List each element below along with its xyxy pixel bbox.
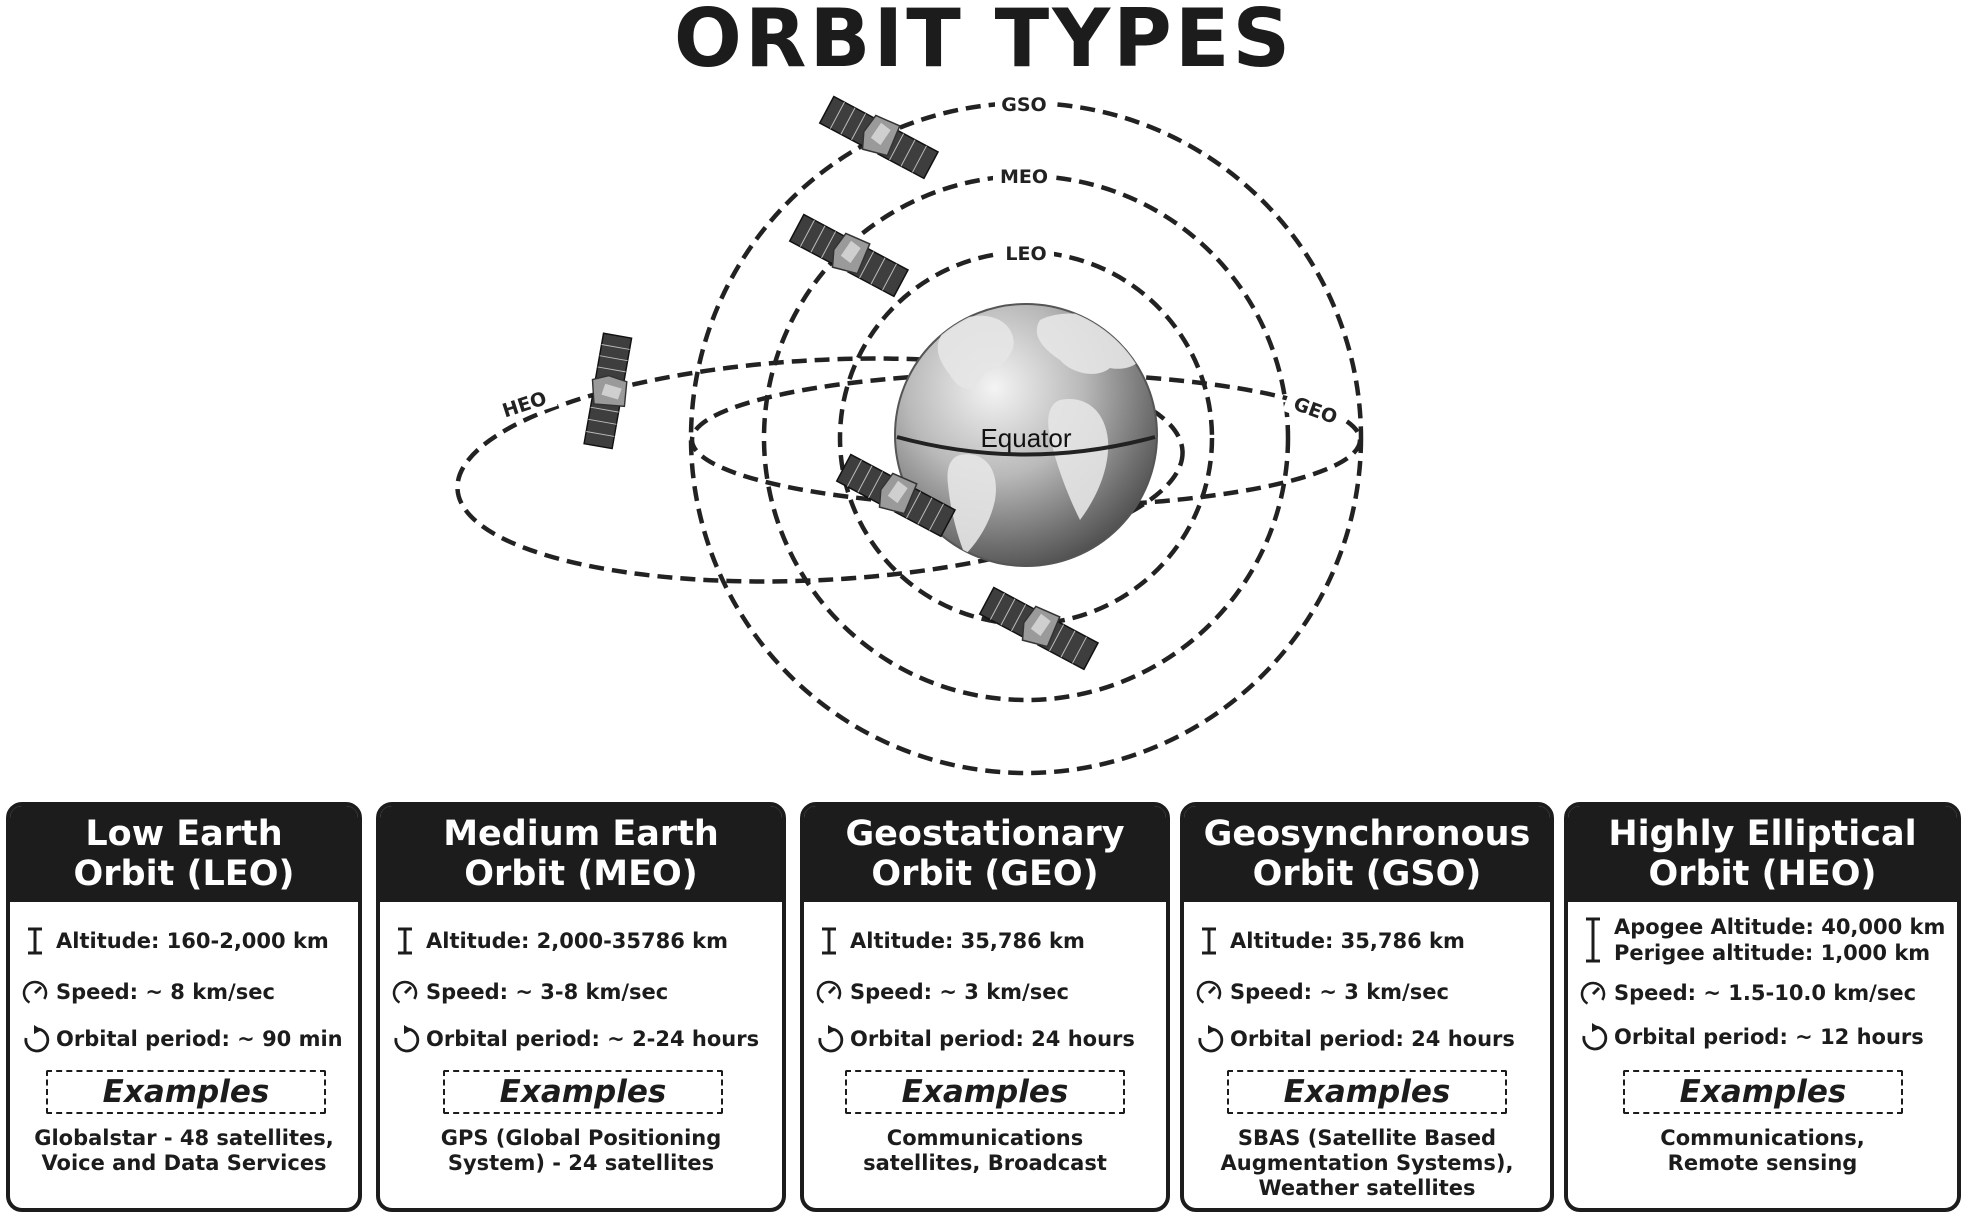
orbit-arrow-icon bbox=[20, 1024, 50, 1054]
altitude-icon bbox=[390, 926, 420, 956]
page-title: ORBIT TYPES bbox=[673, 0, 1294, 85]
orbit-label-gso: GSO bbox=[995, 92, 1053, 116]
altitude-icon bbox=[1194, 926, 1224, 956]
altitude-icon bbox=[814, 926, 844, 956]
examples-label: Examples bbox=[845, 1070, 1125, 1114]
svg-text:MEO: MEO bbox=[1000, 166, 1048, 188]
orbit-arrow-icon bbox=[1194, 1024, 1224, 1054]
altitude-row: Altitude: 35,786 km bbox=[814, 926, 1162, 956]
speed-row: Speed: ~ 8 km/sec bbox=[20, 977, 354, 1007]
altitude-icon bbox=[1578, 915, 1608, 965]
period-row: Orbital period: ~ 2-24 hours bbox=[390, 1024, 778, 1054]
equator-label: Equator bbox=[980, 423, 1071, 453]
speed-row: Speed: ~ 3-8 km/sec bbox=[390, 977, 778, 1007]
orbit-diagram: Equator GSO MEO LEO HEO GEO bbox=[455, 90, 1364, 776]
orbit-arrow-icon bbox=[814, 1024, 844, 1054]
period-row: Orbital period: 24 hours bbox=[1194, 1024, 1546, 1054]
svg-text:GEO: GEO bbox=[1291, 393, 1341, 429]
examples-label: Examples bbox=[443, 1070, 723, 1114]
altitude-icon bbox=[20, 926, 50, 956]
satellite-icon-heo bbox=[579, 331, 638, 451]
orbit-label-geo: GEO bbox=[1282, 386, 1350, 432]
orbit-label-meo: MEO bbox=[993, 165, 1055, 189]
orbit-arrow-icon bbox=[1578, 1022, 1608, 1052]
period-row: Orbital period: 24 hours bbox=[814, 1024, 1162, 1054]
satellite-icon-meo bbox=[786, 208, 912, 301]
speed-row: Speed: ~ 3 km/sec bbox=[1194, 977, 1546, 1007]
speedometer-icon bbox=[1194, 977, 1224, 1007]
period-row: Orbital period: ~ 90 min bbox=[20, 1024, 354, 1054]
period-row: Orbital period: ~ 12 hours bbox=[1578, 1022, 1953, 1052]
speed-row: Speed: ~ 1.5-10.0 km/sec bbox=[1578, 978, 1953, 1008]
examples-label: Examples bbox=[1623, 1070, 1903, 1114]
satellite-icon-geo bbox=[976, 581, 1102, 674]
speedometer-icon bbox=[390, 977, 420, 1007]
altitude-row: Altitude: 160-2,000 km bbox=[20, 926, 354, 956]
speedometer-icon bbox=[1578, 978, 1608, 1008]
speedometer-icon bbox=[814, 977, 844, 1007]
orbit-arrow-icon bbox=[390, 1024, 420, 1054]
svg-text:LEO: LEO bbox=[1005, 243, 1046, 265]
examples-text: Globalstar - 48 satellites,Voice and Dat… bbox=[34, 1126, 334, 1175]
globe-icon: Equator bbox=[894, 303, 1158, 567]
svg-text:HEO: HEO bbox=[500, 387, 550, 422]
svg-text:GSO: GSO bbox=[1001, 94, 1046, 116]
speedometer-icon bbox=[20, 977, 50, 1007]
orbit-label-leo: LEO bbox=[998, 241, 1054, 265]
examples-text: Communications,Remote sensing bbox=[1660, 1126, 1865, 1175]
altitude-row: Altitude: 2,000-35786 km bbox=[390, 926, 778, 956]
orbit-path-meo bbox=[761, 173, 1291, 703]
speed-row: Speed: ~ 3 km/sec bbox=[814, 977, 1162, 1007]
altitude-row: Altitude: 35,786 km bbox=[1194, 926, 1546, 956]
examples-label: Examples bbox=[1227, 1070, 1507, 1114]
orbit-path-heo bbox=[455, 356, 1185, 584]
satellite-icon-gso bbox=[816, 90, 942, 183]
examples-label: Examples bbox=[46, 1070, 326, 1114]
